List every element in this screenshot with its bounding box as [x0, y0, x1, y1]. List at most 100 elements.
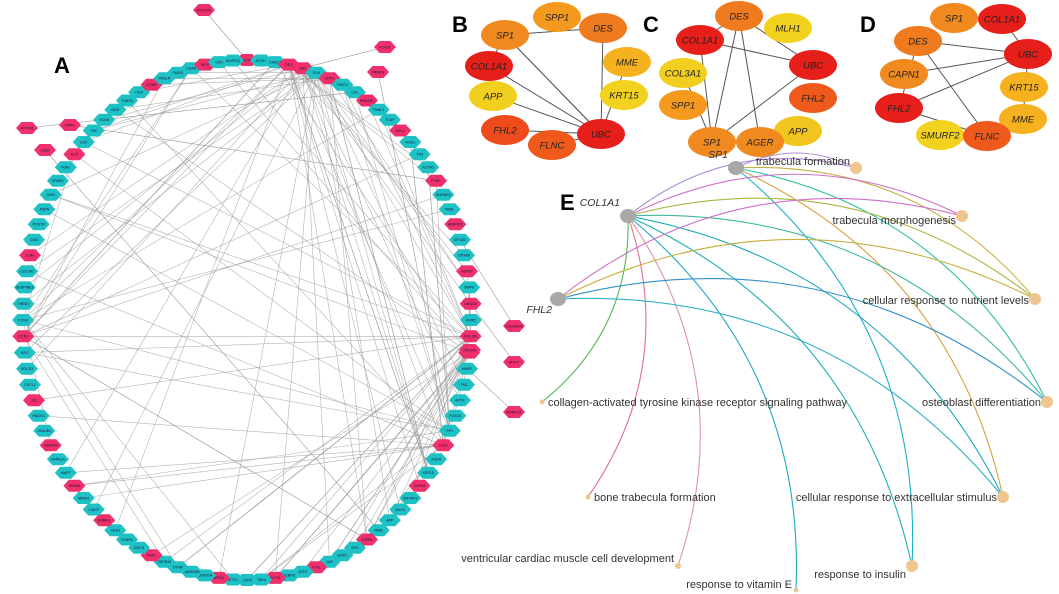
- gene-term-edge: [627, 197, 1036, 300]
- network-edge: [23, 61, 276, 337]
- hub-node-label: SMURF2: [403, 496, 418, 500]
- gene-term-edge: [557, 238, 1036, 300]
- network-edge: [126, 100, 444, 446]
- network-edge: [466, 368, 515, 413]
- hub-node-label: ATF3: [298, 570, 307, 574]
- network-edge: [23, 78, 165, 337]
- gene-node-fhl2: FHL2: [526, 292, 566, 316]
- hub-node-shape: [438, 203, 461, 216]
- hub-node-shape: [453, 378, 475, 391]
- panel-e-edges: [541, 152, 1048, 591]
- outer-node: ATP2A1: [16, 122, 38, 134]
- hub-node: HSPA1A: [46, 453, 69, 466]
- subnetwork-edge: [711, 15, 740, 143]
- gene-node-label: COL3A1: [665, 69, 701, 80]
- hub-node-shape: [13, 346, 36, 359]
- hub-node-shape: [82, 124, 105, 137]
- gene-node-shape: [715, 1, 763, 31]
- go-term-node-shape: [1041, 396, 1053, 408]
- network-edge: [83, 141, 471, 337]
- hub-node-label: SERPINE1: [16, 286, 34, 290]
- gene-node-label: DES: [729, 12, 749, 23]
- hub-node-shape: [39, 439, 62, 452]
- gene-node-label: AGER: [746, 138, 774, 149]
- hub-node-label: ASPN: [39, 208, 49, 212]
- hub-node-label: NEBL: [445, 208, 454, 212]
- hub-node-shape: [128, 541, 151, 554]
- hub-node-label: NOS1: [405, 140, 415, 144]
- gene-node-shape: [963, 121, 1011, 151]
- hub-node: SORBS2: [432, 188, 455, 201]
- network-edge: [33, 336, 471, 401]
- hub-node-label: HSPB7: [461, 270, 473, 274]
- gene-node-shape: [465, 51, 513, 81]
- gene-node-shape: [930, 3, 978, 33]
- hub-node: POSTN: [27, 218, 50, 231]
- network-edge: [315, 72, 391, 521]
- hub-node-label: PLN: [313, 71, 320, 75]
- go-term-node-shape: [956, 210, 968, 222]
- gene-term-edge: [557, 277, 1048, 403]
- hub-node-shape: [23, 394, 45, 407]
- hub-node-label: EGR1: [338, 554, 348, 558]
- hub-node: DDIT4: [128, 541, 151, 554]
- gene-node-label: SPP1: [545, 13, 569, 24]
- hub-node-label: BGN: [111, 108, 119, 112]
- hub-node-label: CEBPD: [283, 574, 296, 578]
- hub-node: TNNT1: [331, 78, 354, 91]
- panel-a-edges: [22, 9, 515, 581]
- hub-node: CCN1: [12, 330, 35, 343]
- gene-node-krt15: KRT15: [600, 80, 648, 110]
- network-edge: [329, 78, 429, 473]
- outer-node-shape: [193, 4, 215, 16]
- hub-node-label: PER1: [147, 554, 156, 558]
- network-edge: [50, 194, 471, 337]
- network-edge: [69, 124, 437, 181]
- hub-node-label: THBS4: [121, 99, 133, 103]
- network-edge: [151, 78, 330, 85]
- network-edge: [24, 336, 471, 353]
- network-edge: [26, 67, 303, 369]
- network-edge: [65, 68, 303, 473]
- hub-node-label: SMPX: [464, 286, 475, 290]
- hub-node: FN1: [453, 378, 475, 391]
- network-edge: [83, 64, 290, 143]
- gene-node-label: SP1: [708, 149, 728, 161]
- network-edge: [377, 71, 450, 431]
- gene-node-flnc: FLNC: [963, 121, 1011, 151]
- hub-node: OGN: [39, 188, 62, 201]
- hub-node: TTN: [408, 148, 431, 161]
- hub-node: MME: [367, 524, 390, 537]
- network-edge: [342, 336, 471, 556]
- network-edge: [83, 445, 444, 499]
- outer-node-shape: [59, 119, 81, 131]
- go-term-label: trabecula formation: [756, 156, 850, 168]
- hub-node-label: FLNC: [431, 179, 441, 183]
- hub-node-shape: [93, 113, 116, 126]
- network-edge: [302, 46, 386, 69]
- hub-node: KRT15: [417, 466, 440, 479]
- hub-node-shape: [23, 233, 45, 246]
- gene-node-label: MME: [616, 58, 639, 69]
- gene-term-edge: [627, 214, 1048, 403]
- subnetwork-edge: [738, 15, 761, 143]
- outer-node-shape: [503, 356, 525, 368]
- hub-node-label: MYC: [21, 351, 29, 355]
- network-edge: [22, 68, 192, 321]
- gene-node-col1a1: COL1A1: [676, 25, 724, 55]
- hub-node: MYC: [13, 346, 36, 359]
- hub-node-shape: [378, 514, 401, 527]
- hub-node-shape: [33, 203, 56, 216]
- hub-node: TGFB1: [356, 533, 378, 546]
- hub-node: PRKAB1: [356, 94, 378, 107]
- gene-node-mlh1: MLH1: [764, 13, 812, 43]
- hub-node-shape: [432, 188, 455, 201]
- network-edge: [22, 64, 290, 321]
- hub-node: CRYAB: [453, 249, 475, 262]
- hub-node: FLNC: [425, 174, 448, 187]
- network-edge: [302, 68, 330, 562]
- hub-node: CXCL2: [19, 378, 41, 391]
